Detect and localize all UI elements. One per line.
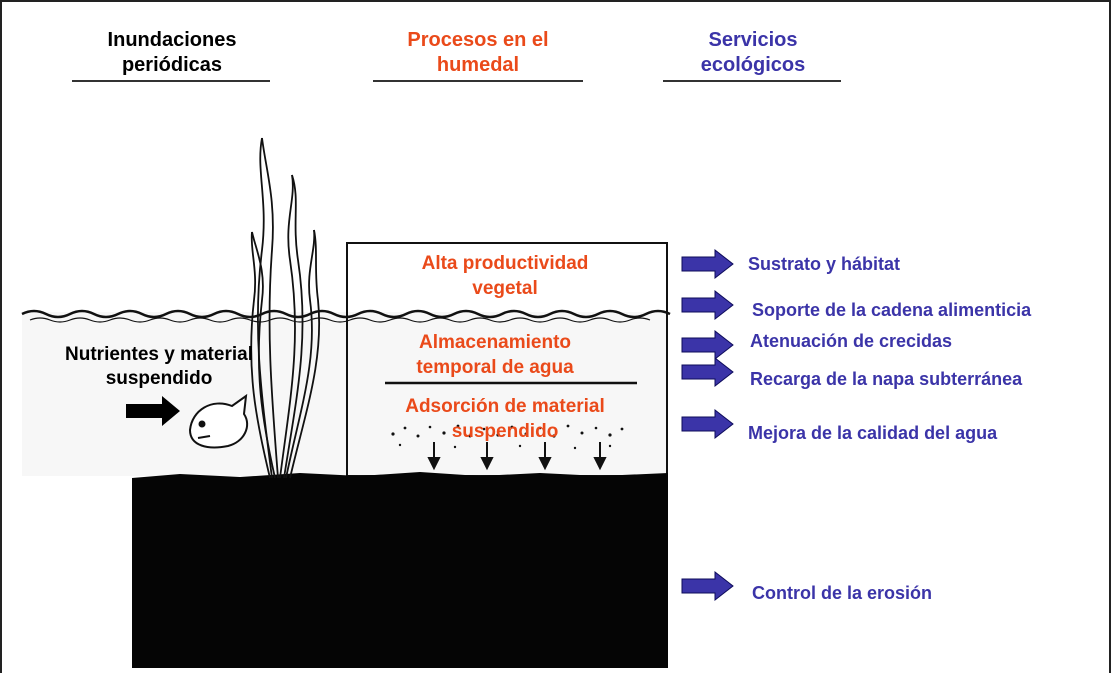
service-arrow-5-icon <box>681 408 734 440</box>
service-calidad-agua: Mejora de la calidad del agua <box>748 423 998 443</box>
water-surface-wave <box>21 309 671 319</box>
service-arrow-4-icon <box>681 356 734 388</box>
process-almacenamiento: Almacenamiento temporal de agua <box>416 332 574 378</box>
water-surface-wave-2 <box>29 317 651 323</box>
service-cadena-alimenticia: Soporte de la cadena alimenticia <box>752 300 1032 320</box>
water-body <box>22 312 668 476</box>
service-erosion: Control de la erosión <box>752 583 933 603</box>
service-recarga: Recarga de la napa subterránea <box>750 369 1023 389</box>
header-underline-left <box>72 80 270 82</box>
process-productividad: Alta productividad vegetal <box>421 253 589 299</box>
service-atenuacion: Atenuación de crecidas <box>750 331 953 351</box>
header-procesos: Procesos en el humedal <box>407 29 549 76</box>
service-arrow-1-icon <box>681 248 734 280</box>
header-inundaciones: Inundaciones periódicas <box>107 29 237 76</box>
settling-arrows <box>427 442 607 471</box>
fish-icon <box>188 393 249 449</box>
reed-plant <box>250 137 321 479</box>
service-sustrato: Sustrato y hábitat <box>748 254 901 274</box>
process-adsorcion: Adsorción de material suspendido <box>405 396 605 442</box>
service-arrow-3-icon <box>681 329 734 361</box>
sediment-dots <box>391 424 624 450</box>
inflow-arrow-icon <box>126 396 180 426</box>
service-arrow-6-icon <box>681 570 734 602</box>
header-servicios: Servicios ecológicos <box>700 29 806 76</box>
service-arrows <box>681 248 734 602</box>
soil-block <box>132 472 668 668</box>
inflow-label: Nutrientes y material suspendido <box>65 344 253 389</box>
header-underline-middle <box>373 80 583 82</box>
header-underline-right <box>663 80 841 82</box>
service-arrow-2-icon <box>681 289 734 321</box>
